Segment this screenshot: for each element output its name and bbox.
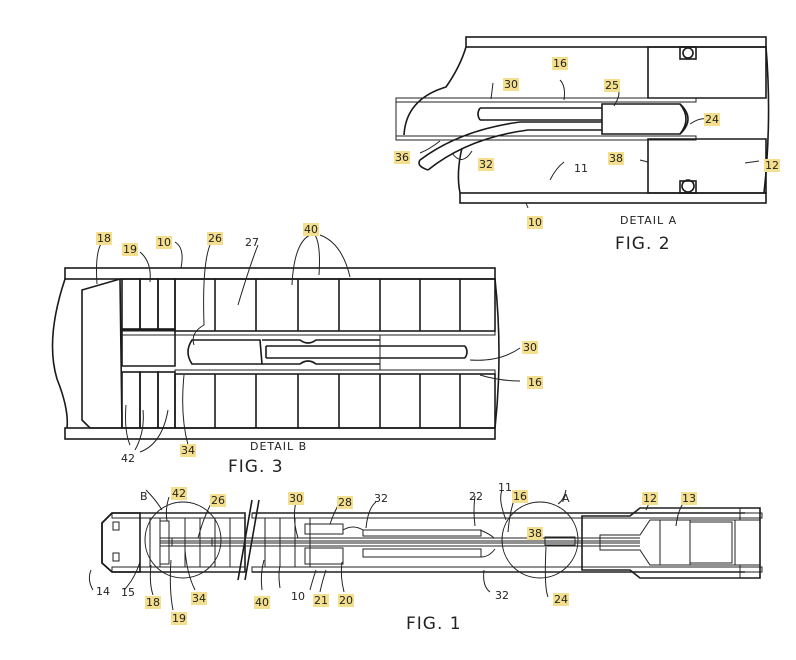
fig2-detail-caption: DETAIL A: [620, 214, 678, 227]
fig1-label-21: 21: [313, 594, 329, 607]
fig2-label-32: 32: [478, 158, 494, 171]
fig1-label-24: 24: [553, 593, 569, 606]
fig2-drawing: [395, 36, 770, 209]
fig3-label-18: 18: [96, 232, 112, 245]
fig1-label-40: 40: [254, 596, 270, 609]
fig2-label-25: 25: [604, 79, 620, 92]
fig3-label-10: 10: [156, 236, 172, 249]
fig1-label-34: 34: [191, 592, 207, 605]
fig1-label-19: 19: [171, 612, 187, 625]
fig1-label-42: 42: [171, 487, 187, 500]
fig1-label-28: 28: [337, 496, 353, 509]
fig2-label-36: 36: [394, 151, 410, 164]
fig1-label-14: 14: [96, 585, 110, 598]
fig3-label-40: 40: [303, 223, 319, 236]
fig1-label-15: 15: [121, 586, 135, 599]
fig1-label-12: 12: [642, 492, 658, 505]
fig1-label-11: 11: [498, 481, 512, 494]
fig3-drawing: [51, 234, 521, 453]
fig1-label-20: 20: [338, 594, 354, 607]
fig1-label-B: B: [140, 490, 148, 503]
fig3-label-19: 19: [122, 243, 138, 256]
fig3-detail-caption: DETAIL B: [250, 440, 308, 453]
insulation-cells: [174, 278, 496, 429]
fig1-label-26: 26: [210, 494, 226, 507]
fig1-caption: FIG. 1: [406, 614, 462, 634]
fig1-label-38: 38: [527, 527, 543, 540]
fig1-label-18: 18: [145, 596, 161, 609]
fig2-label-38: 38: [608, 152, 624, 165]
fig3-label-27: 27: [245, 236, 259, 249]
fig1-label-10: 10: [291, 590, 305, 603]
fig2-label-30: 30: [503, 78, 519, 91]
fig1-label-32-top: 32: [374, 492, 388, 505]
fig1-label-16: 16: [512, 490, 528, 503]
fig2-label-16: 16: [552, 57, 568, 70]
fig2-label-10: 10: [527, 216, 543, 229]
fig3-label-30: 30: [522, 341, 538, 354]
fig1-label-A: A: [562, 492, 570, 505]
fig1-label-30: 30: [288, 492, 304, 505]
fig1-label-13: 13: [681, 492, 697, 505]
fig2-caption: FIG. 2: [615, 234, 671, 254]
fig3-label-42: 42: [121, 452, 135, 465]
fig3-caption: FIG. 3: [228, 457, 284, 477]
fig3-label-34: 34: [180, 444, 196, 457]
fig2-label-24: 24: [704, 113, 720, 126]
fig3-label-26: 26: [207, 232, 223, 245]
fig1-label-32-bottom: 32: [495, 589, 509, 602]
fig3-label-16: 16: [527, 376, 543, 389]
fig2-label-12: 12: [764, 159, 780, 172]
fig2-label-11: 11: [574, 162, 588, 175]
fig1-label-22: 22: [469, 490, 483, 503]
